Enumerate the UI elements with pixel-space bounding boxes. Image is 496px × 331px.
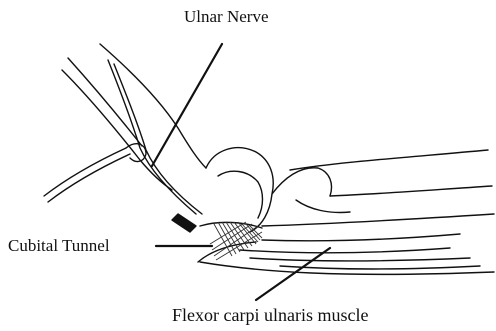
olecranon [272,168,332,196]
tunnel-entry-mark [172,214,196,232]
flexor-muscle-label: Flexor carpi ulnaris muscle [172,306,368,324]
ulnar-nerve-label: Ulnar Nerve [184,8,269,25]
arm-skin-line [68,58,142,146]
medial-epicondyle [206,148,273,232]
forearm-fibers-4 [280,266,480,269]
epicondyle-inner [218,171,263,218]
forearm-fibers-3 [262,234,460,241]
humerus-outline [100,44,206,168]
ulna-shaft-mid [330,186,492,196]
ulnar-nerve-strand-b [114,64,202,214]
cubital-tunnel-hatching [210,222,262,260]
flexor-muscle-leader [256,248,330,300]
forearm-fibers-1 [240,248,450,253]
ulnar-nerve-leader [152,44,222,166]
ulna-shaft-top [290,150,488,170]
ulna-shaft-lower [262,214,494,226]
forearm-fibers-2 [250,258,470,261]
retractor-shaft-b [48,154,130,202]
ulna-bump [296,200,350,213]
cubital-tunnel-label: Cubital Tunnel [8,237,110,254]
retractor-shaft [44,148,126,196]
